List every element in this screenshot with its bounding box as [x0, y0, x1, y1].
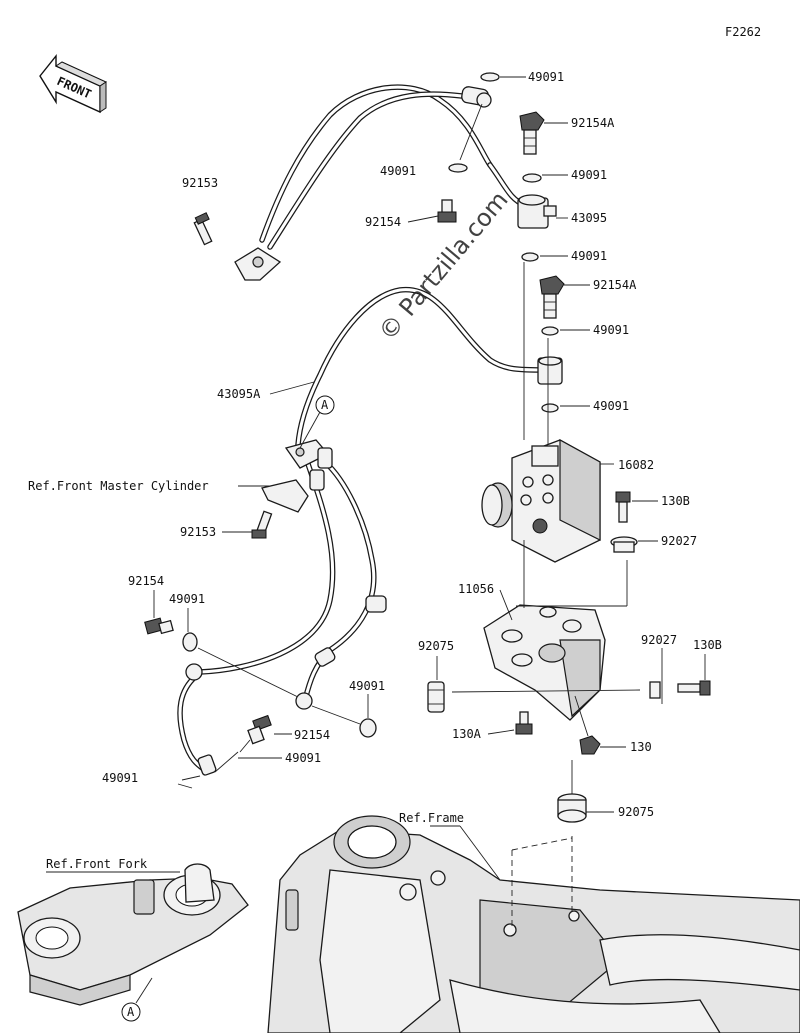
front-arrow-icon: FRONT: [39, 54, 108, 114]
bolt-92153-top: [193, 212, 213, 246]
lbl-92154-top: 92154: [365, 215, 401, 229]
lbl-92027-1: 92027: [661, 534, 697, 548]
upper-brake-hose: [259, 84, 528, 250]
lbl-49091-i: 49091: [102, 771, 138, 785]
frame-reference: [267, 815, 800, 1033]
lbl-ref-mc: Ref.Front Master Cylinder: [28, 479, 209, 493]
lbl-49091-top: 49091: [528, 70, 564, 84]
lbl-43095A: 43095A: [217, 387, 261, 401]
lbl-49091-left: 49091: [380, 164, 416, 178]
diagram-code: F2262: [725, 25, 761, 39]
washer-49091-g: [359, 718, 377, 738]
lbl-92154A-2: 92154A: [593, 278, 637, 292]
bolt-92154A-middle: [539, 275, 565, 319]
lbl-92154-mid: 92154: [128, 574, 164, 588]
front-fork-triple-clamp: [17, 863, 249, 1006]
lbl-11056: 11056: [458, 582, 494, 596]
bolt-92154-mid: [144, 617, 174, 635]
lbl-49091-b: 49091: [571, 168, 607, 182]
callout-a-bottom: A: [121, 977, 153, 1022]
bolt-92154A-top: [519, 111, 545, 155]
nut-130: [579, 735, 601, 755]
lbl-16082: 16082: [618, 458, 654, 472]
washer-49091-top: [480, 72, 500, 82]
bracket-11056: [483, 604, 606, 721]
lbl-130B-2: 130B: [693, 638, 722, 652]
lbl-92075-2: 92075: [618, 805, 654, 819]
washer-49091-left: [448, 163, 468, 173]
lbl-92154A-1: 92154A: [571, 116, 615, 130]
lower-brake-hoses: [177, 452, 387, 776]
callout-a-bottom-letter: A: [127, 1005, 135, 1019]
lbl-49091-c: 49091: [571, 249, 607, 263]
master-cylinder-bracket: [261, 479, 309, 513]
three-way-joint: [284, 439, 333, 491]
washer-49091-b: [522, 173, 542, 183]
bolt-130A: [515, 711, 533, 735]
washer-49091-g-inner: [295, 692, 313, 710]
lbl-43095: 43095: [571, 211, 607, 225]
bolt-130B-right: [677, 680, 711, 696]
lbl-130B-1: 130B: [661, 494, 690, 508]
lbl-49091-f: 49091: [169, 592, 205, 606]
lbl-92153-top: 92153: [182, 176, 218, 190]
lbl-92153-mid: 92153: [180, 525, 216, 539]
lbl-ref-fork: Ref.Front Fork: [46, 857, 148, 871]
washer-49091-f: [182, 632, 198, 652]
lbl-92027-2: 92027: [641, 633, 677, 647]
collar-92027-right: [649, 672, 663, 704]
callout-a-top-letter: A: [321, 398, 329, 412]
collar-92027-top: [610, 536, 638, 553]
bolt-92154-low: [247, 714, 272, 745]
grommet-92075-lower: [557, 793, 587, 823]
lbl-ref-frame: Ref.Frame: [399, 811, 464, 825]
upper-banjo-fitting: [234, 247, 282, 281]
washer-49091-c: [521, 252, 539, 262]
bolt-92153-mid: [251, 510, 273, 539]
lbl-92075-1: 92075: [418, 639, 454, 653]
grommet-92075-left: [427, 681, 445, 713]
washer-49091-d: [541, 326, 559, 336]
lbl-92154-low: 92154: [294, 728, 330, 742]
lbl-130: 130: [630, 740, 652, 754]
callout-a-top: A: [299, 395, 335, 449]
lbl-49091-h: 49091: [285, 751, 321, 765]
lbl-49091-d: 49091: [593, 323, 629, 337]
lbl-49091-e: 49091: [593, 399, 629, 413]
bolt-130B-top: [615, 491, 631, 523]
abs-unit-16082: [481, 438, 601, 563]
lbl-130A: 130A: [452, 727, 482, 741]
joint-43095: [517, 194, 557, 229]
washer-49091-e: [541, 403, 559, 413]
bolt-92154-top: [437, 199, 457, 223]
lbl-49091-g: 49091: [349, 679, 385, 693]
brake-hose-43095A: [295, 287, 563, 448]
